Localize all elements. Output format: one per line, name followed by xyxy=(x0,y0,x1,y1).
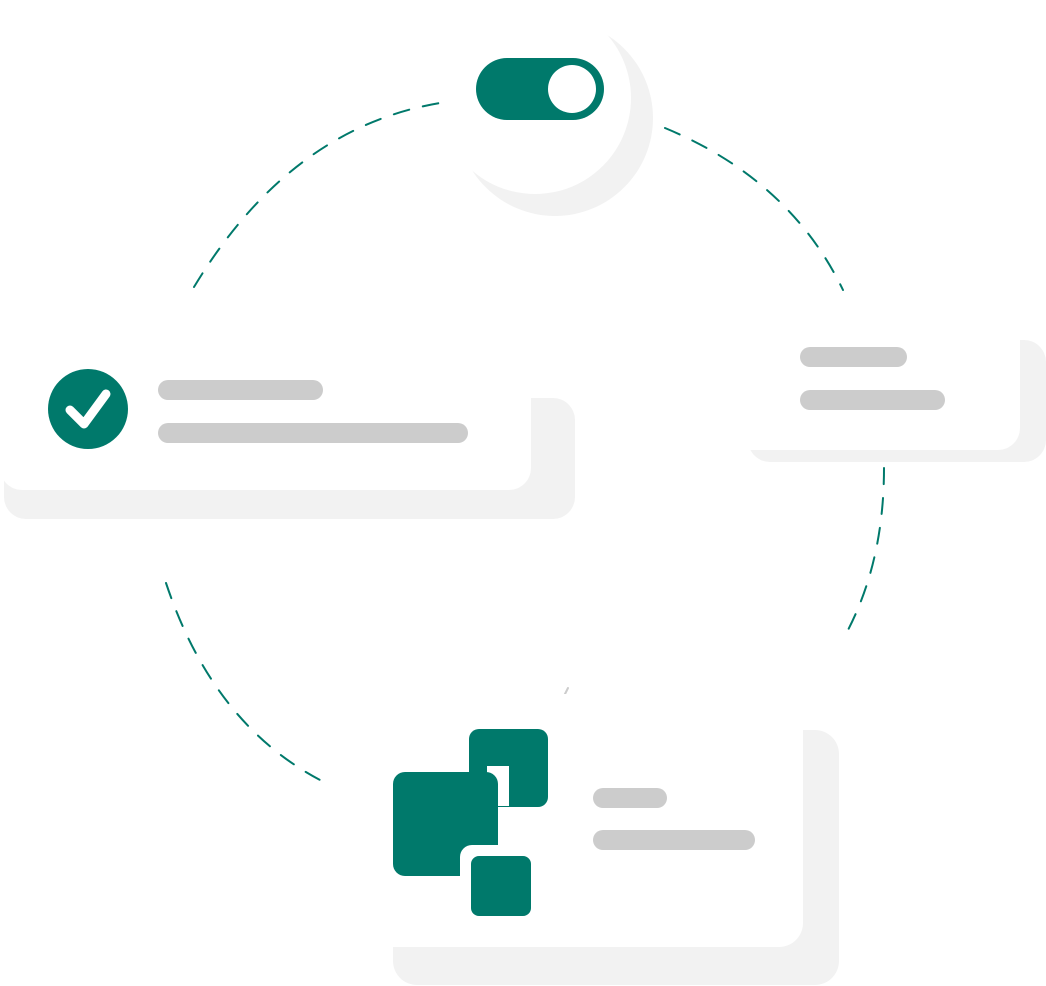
blocks-card-line-2 xyxy=(593,830,755,850)
connector-right xyxy=(847,467,885,631)
check-card-line-2 xyxy=(158,423,468,443)
toggle-knob xyxy=(548,65,596,113)
text-card-surface xyxy=(716,304,1020,450)
connector-bottom-left xyxy=(165,582,331,786)
blocks-card-line-1 xyxy=(593,788,667,808)
toggle-switch-on-icon[interactable] xyxy=(476,58,604,120)
stacked-squares-icon xyxy=(393,729,548,923)
toggle-group xyxy=(439,2,653,216)
blocks-card xyxy=(360,694,839,985)
connector-top-left xyxy=(193,102,441,288)
text-card-line-1 xyxy=(800,347,907,367)
check-card xyxy=(0,340,575,519)
check-card-line-1 xyxy=(158,380,323,400)
checkmark-circle-icon xyxy=(48,369,128,449)
check-card-surface xyxy=(0,340,531,490)
connector-top-right xyxy=(664,127,844,291)
text-card xyxy=(716,304,1046,462)
text-card-line-2 xyxy=(800,390,945,410)
